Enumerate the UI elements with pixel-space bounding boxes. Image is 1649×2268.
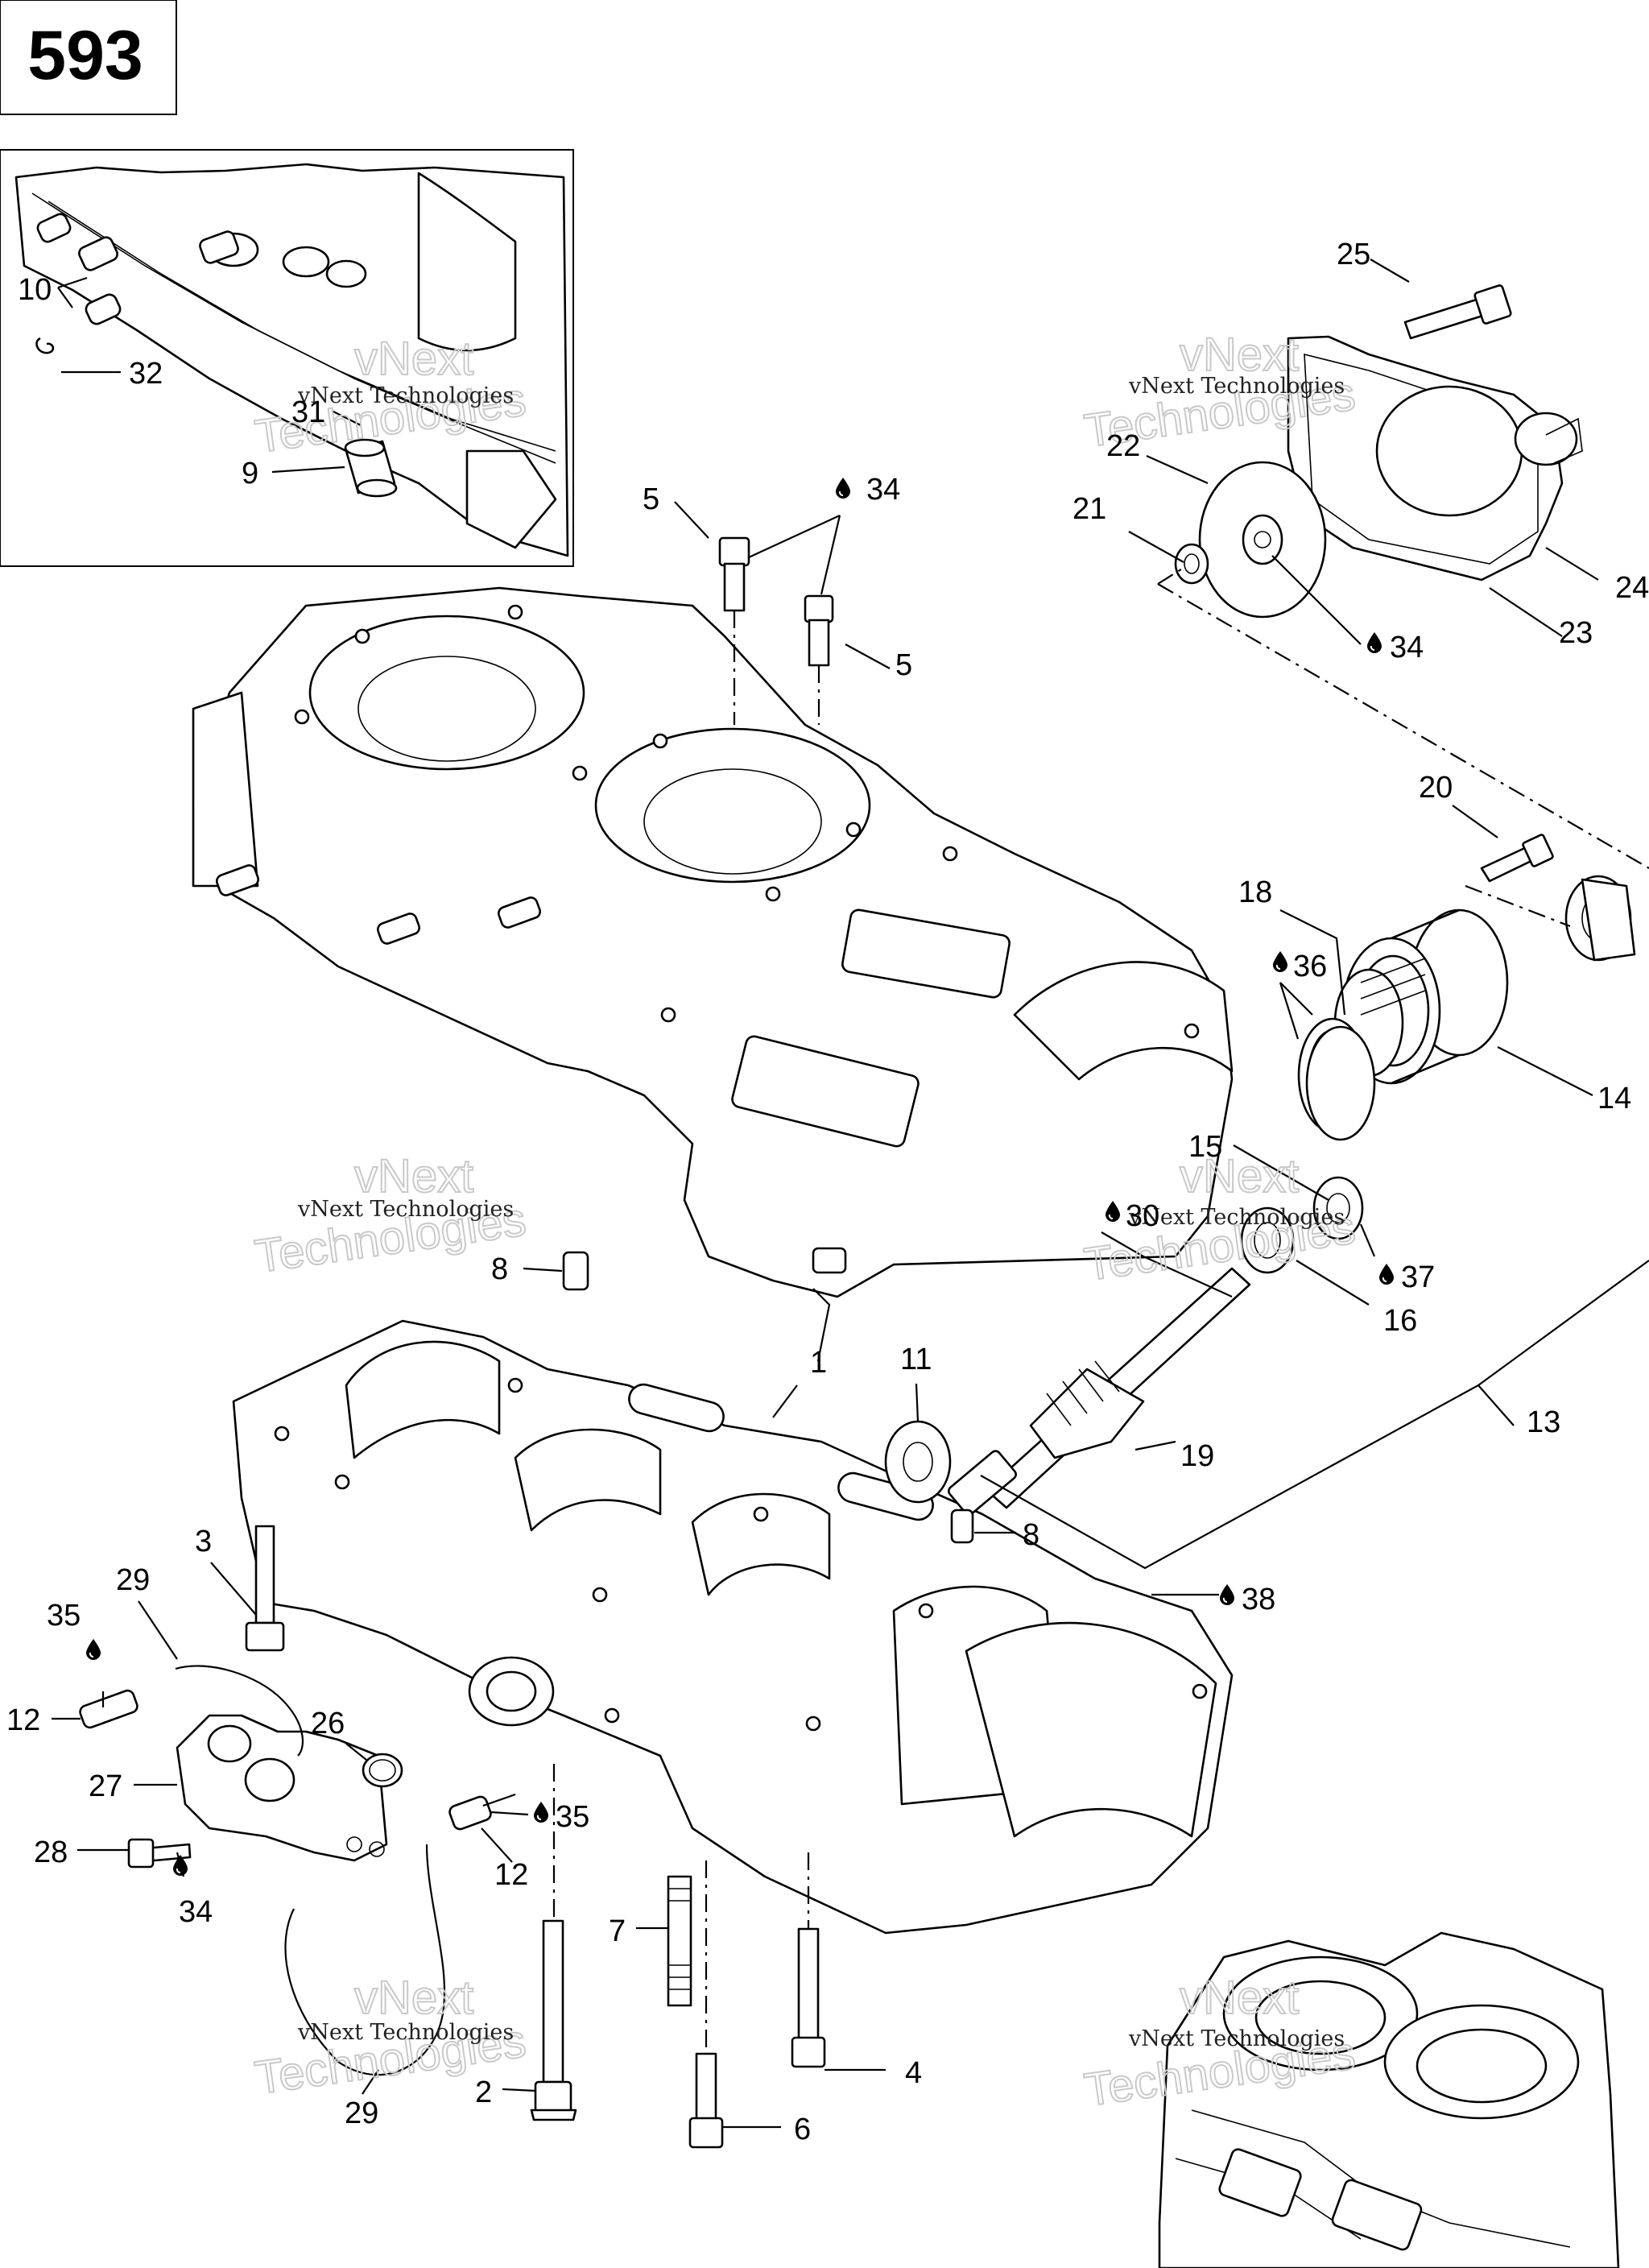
watermark-middle-left: vNext Technologies vNext Technologies — [251, 1149, 530, 1284]
oil-drop-icon — [1272, 950, 1288, 973]
oil-drop-icon — [1366, 631, 1382, 654]
water-pump-group — [1174, 284, 1583, 619]
watermark-large-1: vNext — [354, 1972, 473, 2024]
page-number: 593 — [27, 17, 143, 94]
callout-8-right: 8 — [1023, 1518, 1039, 1552]
callout-37: 37 — [1401, 1260, 1435, 1294]
watermark-large-1: vNext — [1180, 329, 1299, 381]
callout-27: 27 — [89, 1769, 122, 1803]
callout-34-pump: 34 — [1390, 631, 1424, 664]
callout-14: 14 — [1597, 1082, 1631, 1115]
callout-34-bottom: 34 — [179, 1895, 213, 1929]
oil-pump-group — [79, 1525, 516, 2076]
callout-35-left: 35 — [47, 1599, 81, 1633]
watermark-large-1: vNext — [1180, 1150, 1299, 1202]
callout-32: 32 — [129, 357, 163, 391]
callout-5-top: 5 — [643, 482, 659, 516]
page-number-box: 593 — [0, 0, 177, 115]
watermark-small: vNext Technologies — [1128, 374, 1345, 399]
oil-drop-icon — [533, 1801, 549, 1823]
callout-34-top: 34 — [866, 473, 900, 507]
callout-29-bottom: 29 — [345, 2096, 378, 2130]
callout-30: 30 — [1126, 1199, 1159, 1233]
callout-28: 28 — [34, 1836, 68, 1869]
callout-25: 25 — [1337, 238, 1370, 271]
callout-4: 4 — [905, 2056, 922, 2090]
drive-seal-group — [884, 834, 1636, 1516]
callout-22: 22 — [1106, 429, 1140, 463]
callout-6: 6 — [794, 2113, 811, 2146]
callout-8-left: 8 — [491, 1252, 508, 1286]
callout-3: 3 — [195, 1525, 212, 1558]
watermark-large-1: vNext — [354, 1150, 473, 1202]
callout-13: 13 — [1527, 1405, 1560, 1439]
callout-36: 36 — [1293, 950, 1327, 983]
callout-31: 31 — [291, 395, 325, 429]
callout-23: 23 — [1559, 616, 1593, 650]
dowel-pins — [562, 1251, 974, 1544]
watermark-small: vNext Technologies — [1128, 2026, 1345, 2051]
callout-9: 9 — [242, 457, 258, 490]
oil-drop-icon — [835, 477, 851, 499]
callout-16: 16 — [1383, 1304, 1417, 1338]
callout-29-top: 29 — [116, 1563, 150, 1597]
callout-7: 7 — [609, 1914, 626, 1948]
engine-thumbnail — [1158, 1931, 1620, 2268]
callout-labels: 10 32 31 9 5 34 5 25 22 21 24 23 34 20 1… — [6, 238, 1649, 2146]
callout-11: 11 — [900, 1343, 932, 1376]
lower-bolts — [530, 1875, 826, 2149]
callout-18: 18 — [1238, 875, 1272, 909]
watermark-small: vNext Technologies — [1128, 1205, 1345, 1230]
callout-12-left: 12 — [6, 1703, 40, 1737]
callout-1: 1 — [810, 1346, 827, 1380]
oil-drop-icon — [85, 1638, 101, 1661]
oil-drop-icon — [1219, 1583, 1235, 1606]
watermark-small: vNext Technologies — [297, 1197, 514, 1222]
callout-35-right: 35 — [556, 1800, 589, 1834]
callout-19: 19 — [1180, 1439, 1214, 1473]
callout-15: 15 — [1188, 1130, 1222, 1164]
callout-12-right: 12 — [494, 1858, 528, 1892]
callout-26: 26 — [311, 1707, 345, 1740]
oil-drop-icon — [1378, 1263, 1395, 1285]
callout-21: 21 — [1072, 492, 1106, 526]
callout-5-right: 5 — [895, 648, 912, 682]
callout-24: 24 — [1615, 571, 1649, 605]
inset-detail-box — [0, 149, 574, 567]
watermark-large-1: vNext — [354, 333, 473, 385]
callout-2: 2 — [475, 2076, 492, 2109]
watermark-large-1: vNext — [1180, 1972, 1299, 2024]
callout-38: 38 — [1242, 1583, 1275, 1616]
watermark-small: vNext Technologies — [297, 383, 514, 408]
upper-crankcase — [192, 586, 1234, 1298]
callout-20: 20 — [1419, 771, 1453, 805]
top-bolts — [718, 536, 834, 667]
lower-crankcase — [232, 1319, 1234, 1935]
callout-10: 10 — [18, 273, 52, 307]
watermark-small: vNext Technologies — [297, 2020, 514, 2045]
